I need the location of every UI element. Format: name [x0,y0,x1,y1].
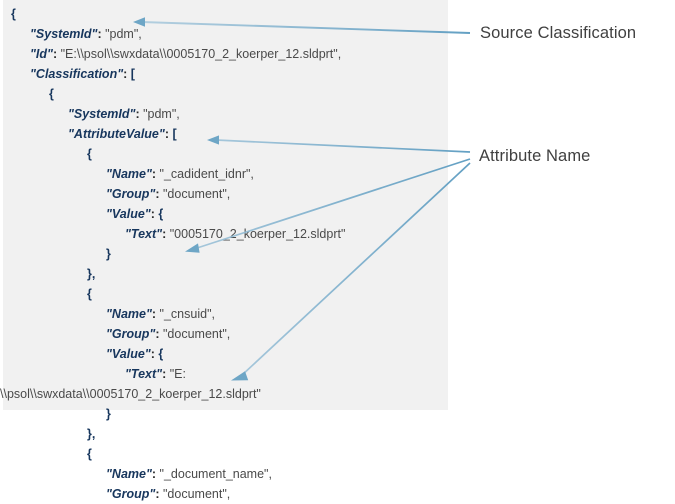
code-line: "Group": "document", [106,484,230,504]
json-value: { [158,207,164,221]
json-punctuation: { [11,7,16,21]
json-key: "Name" [106,467,152,481]
json-value: "E:\\psol\\swxdata\\0005170_2_koerper_12… [60,47,342,61]
code-line: }, [87,264,95,284]
json-key: "SystemId" [68,107,136,121]
json-value: "document", [163,327,231,341]
annotation-label-attribute-name: Attribute Name [479,147,591,165]
json-key: "Group" [106,187,156,201]
json-separator: : [123,67,131,81]
code-line: "Text": "0005170_2_koerper_12.sldprt" [125,224,345,244]
json-separator: : [151,167,160,181]
code-line: { [11,4,16,24]
json-key: "Text" [125,367,163,381]
json-punctuation: { [87,447,92,461]
code-line: "Classification": [ [30,64,135,84]
json-value: "_document_name", [159,467,272,481]
code-line: "Id": "E:\\psol\\swxdata\\0005170_2_koer… [30,44,341,64]
code-line: "Text": "E: [125,364,186,384]
json-separator: : [151,467,160,481]
json-value: "_cadident_idnr", [159,167,254,181]
code-line: \\psol\\swxdata\\0005170_2_koerper_12.sl… [0,384,261,404]
json-value: "pdm", [105,27,142,41]
code-line: "Value": { [106,344,163,364]
json-value-continuation: \\psol\\swxdata\\0005170_2_koerper_12.sl… [0,387,261,401]
json-separator: : [135,107,144,121]
code-line: { [87,144,92,164]
json-separator: : [150,207,159,221]
json-value: "_cnsuid", [159,307,215,321]
json-punctuation: { [49,87,54,101]
code-line: "SystemId": "pdm", [68,104,180,124]
json-punctuation: } [106,247,111,261]
json-key: "Group" [106,487,156,501]
json-key: "Group" [106,327,156,341]
left-gutter-strip [0,0,3,410]
json-separator: : [97,27,106,41]
json-key: "SystemId" [30,27,98,41]
code-line: "AttributeValue": [ [68,124,177,144]
json-separator: : [162,227,170,241]
code-line: "Name": "_cadident_idnr", [106,164,254,184]
json-code-lines: {"SystemId": "pdm","Id": "E:\\psol\\swxd… [0,4,345,501]
code-line: { [49,84,54,104]
code-line: "Value": { [106,204,163,224]
json-key: "AttributeValue" [68,127,165,141]
code-line: } [106,404,111,424]
json-key: "Id" [30,47,53,61]
json-punctuation: { [87,287,92,301]
json-separator: : [164,127,173,141]
code-line: }, [87,424,95,444]
json-separator: : [162,367,170,381]
json-key: "Name" [106,167,152,181]
json-value: "pdm", [143,107,180,121]
annotation-label-source-classification: Source Classification [480,24,637,42]
json-value: "E: [169,367,186,381]
code-line: "Group": "document", [106,184,230,204]
json-key: "Text" [125,227,163,241]
json-separator: : [155,327,163,341]
json-separator: : [150,347,159,361]
code-line: "Group": "document", [106,324,230,344]
json-punctuation: }, [87,427,96,441]
json-key: "Classification" [30,67,124,81]
json-separator: : [151,307,160,321]
json-value: "0005170_2_koerper_12.sldprt" [169,227,346,241]
json-punctuation: } [106,407,111,421]
json-value: [ [130,67,135,81]
json-key: "Name" [106,307,152,321]
json-value: [ [172,127,177,141]
code-line: "SystemId": "pdm", [30,24,142,44]
code-line: { [87,444,92,464]
json-value: { [158,347,164,361]
json-separator: : [52,47,61,61]
json-separator: : [155,187,163,201]
code-line: { [87,284,92,304]
json-separator: : [155,487,163,501]
json-key: "Value" [106,207,151,221]
json-punctuation: }, [87,267,96,281]
json-value: "document", [163,487,231,501]
code-line: } [106,244,111,264]
code-line: "Name": "_cnsuid", [106,304,215,324]
json-punctuation: { [87,147,92,161]
code-line: "Name": "_document_name", [106,464,272,484]
json-value: "document", [163,187,231,201]
json-key: "Value" [106,347,151,361]
